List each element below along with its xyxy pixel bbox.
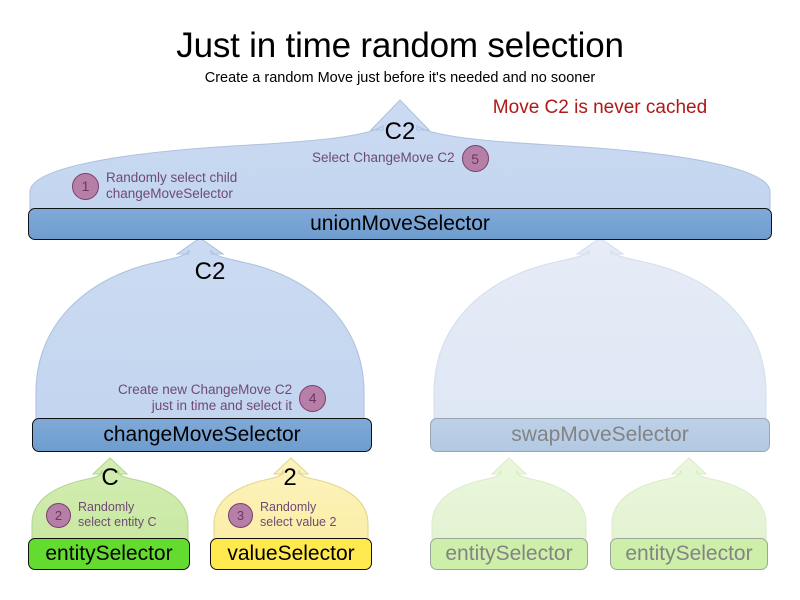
node-change-move-selector[interactable]: changeMoveSelector — [32, 418, 372, 452]
node-union-move-selector[interactable]: unionMoveSelector — [28, 208, 772, 240]
node-ghost-entity-selector-1[interactable]: entitySelector — [430, 538, 588, 570]
step-text-2: Randomly select entity C — [78, 500, 157, 530]
step-text-4: Create new ChangeMove C2 just in time an… — [118, 382, 293, 414]
never-cached-note: Move C2 is never cached — [492, 97, 708, 118]
step-text-5: Select ChangeMove C2 — [312, 150, 455, 166]
edge-label-entity-to-change: C — [101, 464, 119, 491]
page-title: Just in time random selection — [176, 26, 624, 65]
edge-label-union-output: C2 — [384, 118, 416, 145]
step-text-1: Randomly select child changeMoveSelector — [106, 170, 238, 202]
step-annotation-2: 2 Randomly select entity C — [46, 500, 157, 531]
step-text-3: Randomly select value 2 — [260, 500, 337, 530]
node-ghost-entity-selector-2[interactable]: entitySelector — [610, 538, 768, 570]
edge-entity-to-change — [31, 457, 189, 540]
edge-change-to-union — [35, 237, 365, 420]
edge-label-value-to-change: 2 — [283, 464, 297, 491]
step-badge-1: 1 — [72, 172, 99, 200]
step-annotation-4: 4 Create new ChangeMove C2 just in time … — [118, 382, 327, 415]
step-annotation-1: 1 Randomly select child changeMoveSelect… — [72, 170, 237, 203]
step-annotation-3: 3 Randomly select value 2 — [228, 500, 336, 531]
node-value-selector[interactable]: valueSelector — [210, 538, 372, 570]
step-badge-5: 5 — [461, 145, 489, 172]
step-annotation-5: 5 Select ChangeMove C2 — [312, 145, 489, 172]
edge-ghost-entity2-to-swap — [611, 457, 767, 540]
edge-swap-to-union — [433, 237, 767, 420]
node-swap-move-selector[interactable]: swapMoveSelector — [430, 418, 770, 452]
edge-ghost-entity1-to-swap — [431, 457, 587, 540]
edge-label-change-to-union: C2 — [194, 258, 226, 285]
step-badge-3: 3 — [228, 502, 253, 528]
node-entity-selector[interactable]: entitySelector — [28, 538, 190, 570]
page-subtitle: Create a random Move just before it's ne… — [204, 70, 596, 86]
step-badge-2: 2 — [46, 502, 71, 528]
edge-union-to-parent — [29, 99, 771, 210]
step-badge-4: 4 — [299, 384, 327, 412]
